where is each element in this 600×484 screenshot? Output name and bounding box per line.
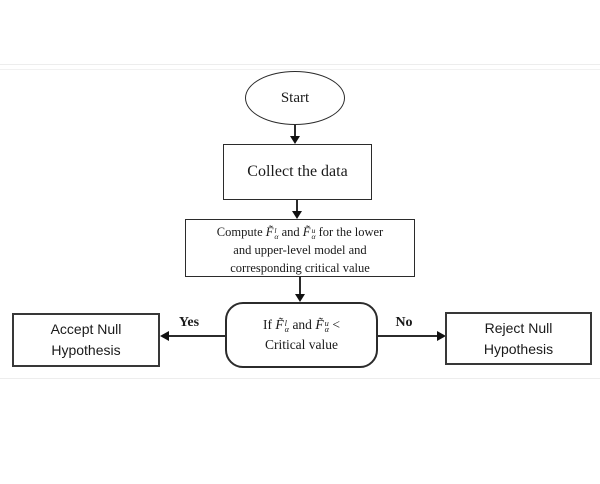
arrow-right-icon	[437, 331, 446, 341]
accept-line-2: Hypothesis	[51, 342, 121, 358]
start-node: Start	[245, 71, 345, 125]
arrow-down-icon	[290, 136, 300, 144]
accept-null-hypothesis-node: Accept Null Hypothesis	[12, 313, 160, 367]
accept-line-1: Accept Null	[50, 321, 122, 337]
decision-line-2: Critical value	[264, 337, 339, 352]
edge-start-collect	[294, 125, 296, 137]
edge-no	[378, 335, 437, 337]
bottom-divider-line	[0, 378, 600, 379]
arrow-down-icon	[292, 211, 302, 219]
compute-line-2: and upper-level model and	[233, 243, 367, 257]
no-edge-label: No	[395, 315, 413, 330]
arrow-down-icon	[295, 294, 305, 302]
edge-collect-compute	[296, 200, 298, 212]
top-divider-line-2	[0, 69, 600, 70]
collect-data-node: Collect the data	[223, 144, 372, 200]
yes-edge-label: Yes	[178, 315, 200, 330]
reject-line-1: Reject Null	[484, 319, 553, 336]
reject-null-hypothesis-node: Reject Null Hypothesis	[445, 312, 592, 365]
start-label: Start	[280, 89, 310, 106]
compute-line-3: corresponding critical value	[230, 261, 370, 275]
edge-compute-decision	[299, 277, 301, 295]
arrow-left-icon	[160, 331, 169, 341]
collect-data-label: Collect the data	[247, 163, 348, 180]
top-divider-line-1	[0, 64, 600, 65]
edge-yes	[168, 335, 225, 337]
reject-line-2: Hypothesis	[483, 340, 554, 357]
